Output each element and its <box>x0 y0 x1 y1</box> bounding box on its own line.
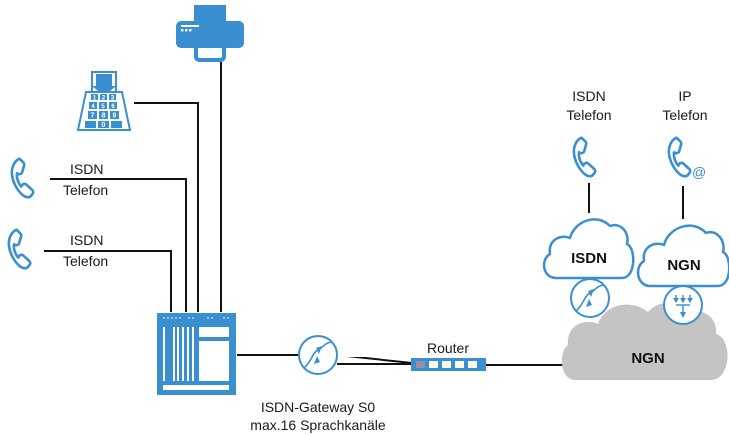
wire-phone-1 <box>50 178 187 312</box>
gateway-converter-icon <box>570 278 610 318</box>
router[interactable]: Router <box>411 340 486 371</box>
gateway-label-line2: max.16 Sprachkanäle <box>250 417 386 433</box>
gateway-converter-icon <box>298 335 338 375</box>
phone-2[interactable]: ISDN Telefon <box>3 227 108 273</box>
phone-1-label-line2: Telefon <box>63 182 108 198</box>
key-3: 3 <box>111 96 115 102</box>
phone-handset-icon <box>6 156 36 202</box>
ngn-cloud[interactable]: NGN <box>636 224 729 288</box>
wire-keypad-phone <box>134 102 199 312</box>
isdn-cloud-label: ISDN <box>571 250 607 267</box>
phone-2-label-line2: Telefon <box>63 253 108 269</box>
key-7: 7 <box>91 113 95 120</box>
at-badge: @ <box>692 164 706 180</box>
phone-2-label-line1: ISDN <box>70 232 103 248</box>
key-6: 6 <box>111 104 115 110</box>
wire-phone-2 <box>44 250 172 312</box>
isdn-phone-label-line2: Telefon <box>566 107 611 123</box>
key-1: 1 <box>93 96 97 102</box>
main-cloud-label: NGN <box>631 350 664 367</box>
phone-1[interactable]: ISDN Telefon <box>6 156 108 202</box>
isdn-cloud[interactable]: ISDN <box>542 218 635 280</box>
fax-icon[interactable] <box>176 5 244 62</box>
phone-1-label-line1: ISDN <box>70 161 103 177</box>
phone-handset-icon <box>3 227 33 273</box>
ip-phone-label-line1: IP <box>678 88 691 104</box>
gateway-label-line1: ISDN-Gateway S0 <box>261 399 376 415</box>
ngn-cloud-label: NGN <box>667 257 700 274</box>
gateway[interactable]: ISDN-Gateway S0 max.16 Sprachkanäle <box>250 335 386 433</box>
keypad-phone-icon[interactable]: 1 2 3 4 5 6 7 8 9 0 <box>76 71 132 131</box>
ip-phone-label-line2: Telefon <box>662 107 707 123</box>
key-2: 2 <box>102 96 106 102</box>
key-5: 5 <box>101 104 105 110</box>
isdn-converter[interactable] <box>570 278 610 318</box>
key-9: 9 <box>113 113 117 120</box>
router-label: Router <box>427 340 469 356</box>
key-4: 4 <box>91 104 95 110</box>
key-0: 0 <box>102 122 106 129</box>
isdn-phone-label-line1: ISDN <box>572 88 605 104</box>
ip-phone[interactable]: IP Telefon @ <box>662 88 708 181</box>
multiplexer-icon[interactable] <box>663 285 703 325</box>
router-icon <box>411 358 486 371</box>
ip-phone-icon: @ <box>663 135 706 181</box>
phone-handset-icon <box>568 135 598 181</box>
isdn-phone-right[interactable]: ISDN Telefon <box>566 88 612 181</box>
pbx-device-icon[interactable] <box>157 313 236 395</box>
key-8: 8 <box>102 113 106 120</box>
